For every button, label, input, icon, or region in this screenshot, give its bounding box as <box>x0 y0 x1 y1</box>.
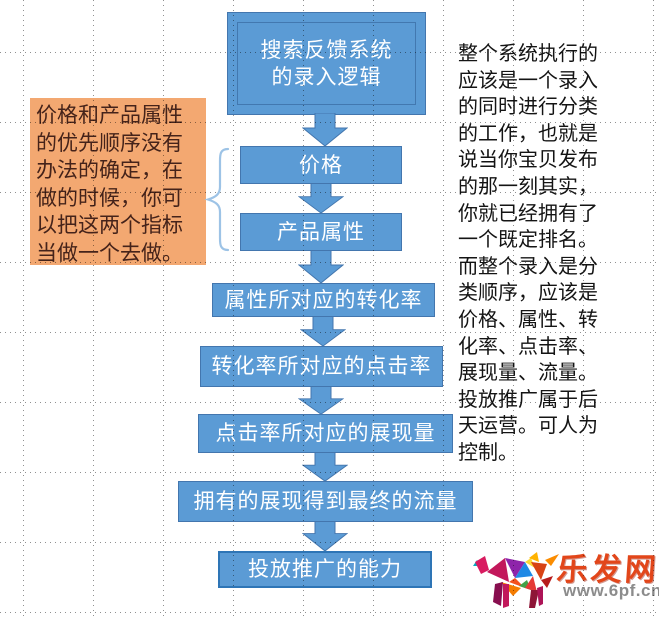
down-arrow-icon <box>300 316 346 347</box>
flow-node-final-traffic: 拥有的展现得到最终的流量 <box>178 481 473 522</box>
grid-line <box>23 0 24 617</box>
grid-line <box>443 0 444 617</box>
down-arrow-icon <box>302 519 348 552</box>
flow-node-impressions: 点击率所对应的展现量 <box>198 414 453 453</box>
down-arrow-icon <box>302 113 348 147</box>
bull-logo-icon <box>473 552 559 608</box>
flow-node-click-rate: 转化率所对应的点击率 <box>200 346 443 387</box>
left-note: 价格和产品属性 的优先顺序没有 办法的确定，在 做的时候，你可 以把这两个指标 … <box>30 98 206 265</box>
watermark-site-url: www.6pf.cn <box>563 581 659 600</box>
flow-node-promotion-ability: 投放推广的能力 <box>218 551 432 588</box>
flow-node-title: 搜索反馈系统 的录入逻辑 <box>227 12 426 115</box>
down-arrow-icon <box>298 183 344 214</box>
grid-line <box>163 0 164 617</box>
flow-node-conversion-rate: 属性所对应的转化率 <box>212 283 435 317</box>
flow-node-price: 价格 <box>240 146 402 184</box>
brace-icon <box>204 147 232 252</box>
flow-node-title-label: 搜索反馈系统 的录入逻辑 <box>260 38 393 89</box>
right-note: 整个系统执行的 应该是一个录入 的同时进行分类 的工作，也就是 说当你宝贝发布 … <box>458 43 598 464</box>
down-arrow-icon <box>298 386 344 415</box>
grid-line <box>93 0 94 617</box>
down-arrow-icon <box>298 250 344 284</box>
grid-line <box>0 612 659 613</box>
watermark: 乐发网 www.6pf.cn <box>473 544 659 610</box>
flow-node-product-attributes: 产品属性 <box>240 213 402 251</box>
down-arrow-icon <box>302 452 348 482</box>
